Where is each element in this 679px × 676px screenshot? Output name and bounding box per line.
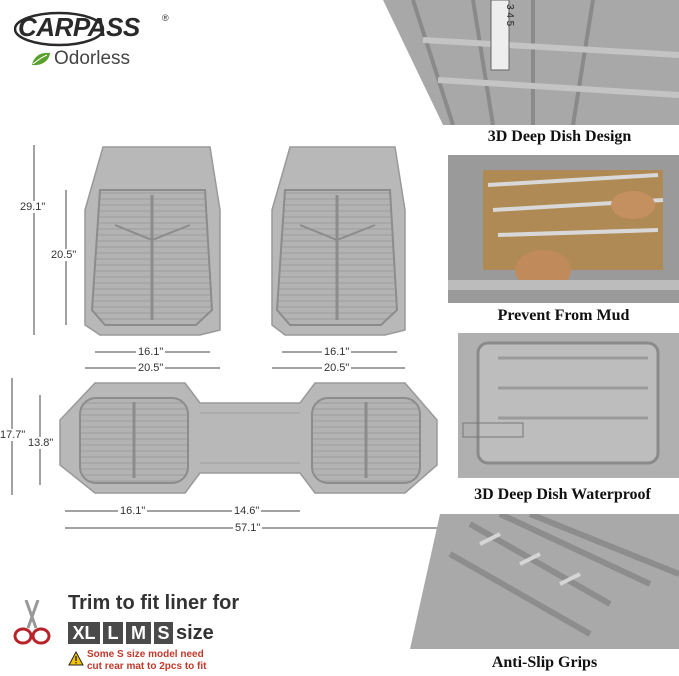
front-left-mat: [84, 146, 221, 336]
brand-name: CARPASS: [18, 12, 140, 42]
brand-logo: [14, 11, 105, 47]
size-xl-badge: XL: [68, 622, 100, 644]
feature-caption-3: 3D Deep Dish Waterproof: [474, 486, 651, 503]
trim-note-line-2: cut rear mat to 2pcs to fit: [87, 661, 207, 672]
size-s-badge: S: [154, 622, 173, 644]
ruler-marks: 3 4 5: [504, 4, 515, 27]
odorless-label: Odorless: [54, 48, 131, 69]
feature-image-deep-dish: [383, 0, 679, 125]
front-left-width-label: 20.5": [136, 362, 166, 374]
floor-mats-illustration: [11, 145, 438, 529]
feature-image-waterproof: [458, 333, 679, 478]
feature-caption-2: Prevent From Mud: [497, 307, 630, 324]
front-right-width-label: 20.5": [322, 362, 352, 374]
trim-note: Some S size model need cut rear mat to 2…: [87, 649, 206, 673]
size-m-badge: M: [126, 622, 151, 644]
rear-middle-width-label: 14.6": [232, 505, 262, 517]
front-right-mat: [271, 146, 406, 336]
leaf-icon: [32, 52, 50, 66]
rear-height-label: 17.7": [0, 429, 26, 441]
scissors-icon: [13, 600, 51, 645]
size-word: size: [176, 622, 214, 644]
size-l-badge: L: [103, 622, 123, 644]
rear-inner-height-label: 13.8": [28, 437, 54, 449]
trim-title: Trim to fit liner for: [68, 592, 240, 614]
front-height-label: 29.1": [20, 201, 46, 213]
feature-caption-4: Anti-Slip Grips: [491, 654, 598, 671]
trim-note-line-1: Some S size model need: [87, 649, 204, 660]
registered-mark: ®: [162, 13, 169, 23]
front-inner-height-label: 20.5": [51, 249, 77, 261]
front-right-inner-width-label: 16.1": [322, 346, 352, 358]
rear-side-width-label: 16.1": [118, 505, 148, 517]
rear-total-width-label: 57.1": [233, 522, 263, 534]
feature-image-grips: [410, 514, 679, 649]
rear-mat: [59, 382, 438, 494]
feature-image-mud: [448, 155, 679, 303]
front-left-inner-width-label: 16.1": [136, 346, 166, 358]
feature-caption-1: 3D Deep Dish Design: [487, 128, 632, 145]
warning-icon: [68, 651, 84, 666]
